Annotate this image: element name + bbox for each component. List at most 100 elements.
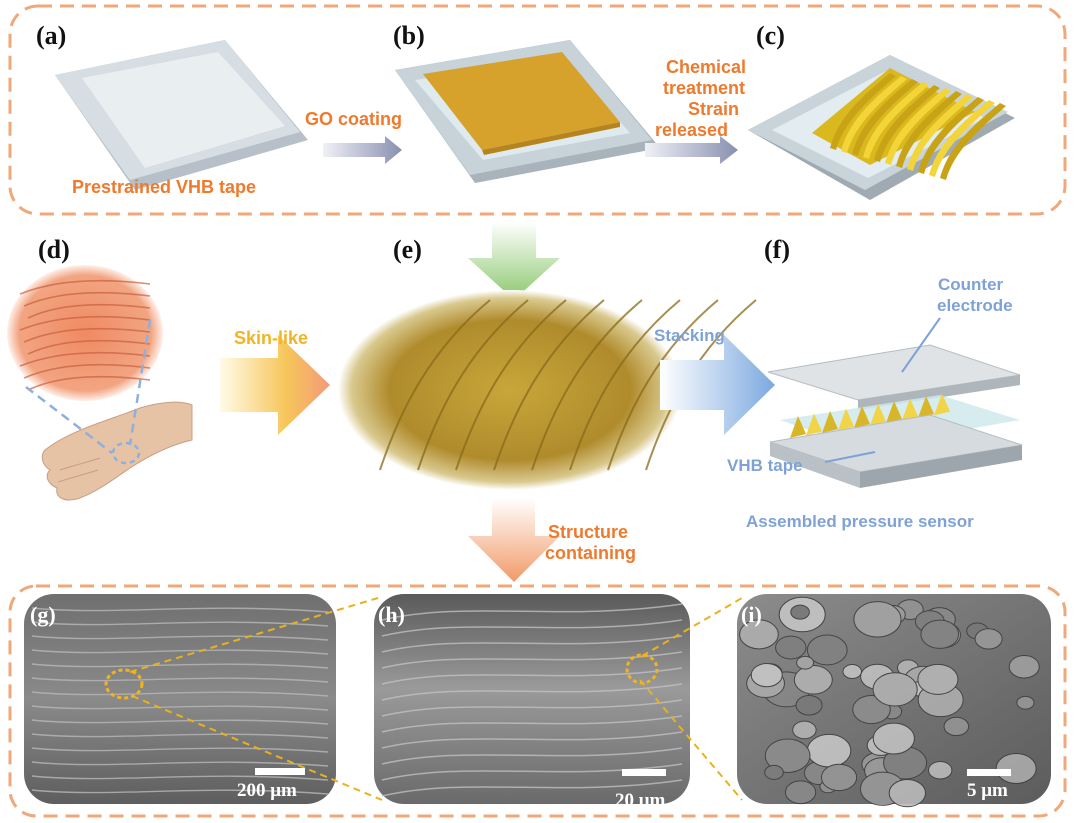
panel-label-f: (f)	[764, 235, 790, 264]
scale-label-h: 20 μm	[615, 790, 666, 811]
counter-label: Counter	[938, 275, 1004, 294]
sem-grain	[928, 760, 953, 780]
panel-label-g: (g)	[30, 602, 56, 627]
zoom-line-g-2	[131, 695, 383, 801]
go-coating-label: GO coating	[305, 109, 402, 129]
skin-like-arrow	[220, 335, 330, 435]
sem-grain	[806, 733, 852, 768]
sem-grain	[920, 619, 960, 649]
sem-wrinkle	[31, 621, 329, 627]
sem-wrinkle	[31, 691, 329, 697]
sem-image-h	[374, 594, 690, 804]
wrinkled-surface-ellipse	[338, 290, 757, 490]
sem-grain	[888, 778, 927, 808]
vhb-tape-pointer	[824, 451, 876, 463]
sem-grain	[775, 635, 807, 660]
zoom-line-d-2	[128, 319, 152, 446]
sem-ridge	[381, 651, 683, 669]
hand-illustration	[41, 401, 193, 501]
sem-ridge	[381, 619, 683, 637]
surface-wrinkle	[455, 299, 567, 471]
wrinkle-ridges	[830, 73, 1006, 180]
released-label: released	[655, 120, 728, 140]
structure-label: Structure	[548, 522, 628, 542]
skin-crease	[19, 315, 151, 331]
wrinkle-ridge	[830, 73, 896, 150]
skin-crease	[19, 279, 151, 295]
sem-ridge	[381, 603, 683, 621]
treatment-label: treatment	[663, 78, 745, 98]
sem-grain	[842, 664, 863, 679]
sem-grain	[853, 601, 902, 638]
sem-ridge	[381, 731, 683, 749]
wrinkle-ridge	[863, 82, 929, 159]
sem-grain	[790, 604, 810, 620]
panel-label-b: (b)	[393, 21, 425, 50]
top-process-frame	[8, 4, 1067, 216]
vhb-tape-illustration-a	[55, 40, 308, 190]
sem-grain	[764, 738, 811, 773]
counter-electrode-pointer	[901, 317, 941, 373]
scale-label-g: 200 μm	[237, 780, 297, 801]
vhb-tape-label: VHB tape	[727, 456, 803, 475]
skin-crease	[27, 303, 151, 319]
sem-wrinkle	[31, 649, 329, 655]
sensor-wrinkle-peak	[854, 406, 870, 428]
sem-wrinkle	[31, 705, 329, 711]
wrinkle-ridge	[885, 88, 951, 165]
sem-ridge	[381, 683, 683, 701]
skin-crease	[23, 291, 151, 307]
panel-label-d: (d)	[38, 235, 70, 264]
sensor-wrinkle-peak	[886, 401, 902, 423]
sem-grain	[796, 655, 815, 670]
skin-crease	[23, 327, 151, 343]
sensor-wrinkle-peak	[838, 408, 854, 431]
skin-crease	[19, 351, 151, 367]
sem-grain	[820, 763, 858, 792]
zoom-line-d-1	[25, 386, 113, 454]
sem-grain	[974, 628, 1003, 650]
sem-grain	[806, 634, 848, 666]
wrinkle-ridge	[907, 94, 973, 171]
zoom-line-h-2	[639, 679, 743, 801]
surface-wrinkle	[569, 299, 681, 471]
surface-wrinkle	[379, 299, 491, 471]
sensor-wrinkle-peak	[806, 413, 822, 436]
skin-like-label: Skin-like	[234, 328, 308, 348]
wrinkle-ridge	[929, 100, 995, 177]
sem-wrinkle	[31, 719, 329, 725]
sem-grain	[750, 663, 783, 688]
sem-grain	[1016, 695, 1035, 710]
prestrained-label: Prestrained VHB tape	[72, 177, 256, 197]
stacking-label: Stacking	[654, 326, 725, 345]
sem-grain	[1008, 654, 1040, 679]
surface-wrinkle	[493, 299, 605, 471]
wrinkle-ridge	[874, 85, 940, 162]
zoom-circle-h	[625, 653, 659, 685]
structure-arrow	[468, 498, 560, 582]
panel-label-a: (a)	[36, 21, 66, 50]
sensor-wrinkle-peak	[902, 398, 918, 421]
surface-wrinkle	[531, 299, 643, 471]
assembled-sensor-label: Assembled pressure sensor	[746, 512, 974, 531]
sensor-wrinkle-peak	[822, 411, 838, 433]
scale-label-i: 5 μm	[967, 780, 1008, 801]
wrinkle-ridge	[841, 76, 907, 153]
sem-grain	[793, 665, 833, 695]
skin-crease	[23, 363, 151, 379]
surface-wrinkle	[607, 299, 719, 471]
sem-wrinkle	[31, 663, 329, 669]
strain-label: Strain	[688, 99, 739, 119]
sem-grain	[943, 716, 970, 737]
scale-bar-i	[967, 769, 1011, 776]
skin-crease	[27, 375, 151, 391]
sem-wrinkle	[31, 789, 329, 795]
sem-grain	[784, 780, 817, 805]
wrinkle-ridge	[896, 91, 962, 168]
stacking-arrow	[660, 335, 775, 435]
sem-grain	[739, 619, 779, 650]
sem-image-g	[24, 594, 336, 804]
scale-bar-g	[255, 768, 305, 775]
sem-grain	[917, 663, 959, 695]
